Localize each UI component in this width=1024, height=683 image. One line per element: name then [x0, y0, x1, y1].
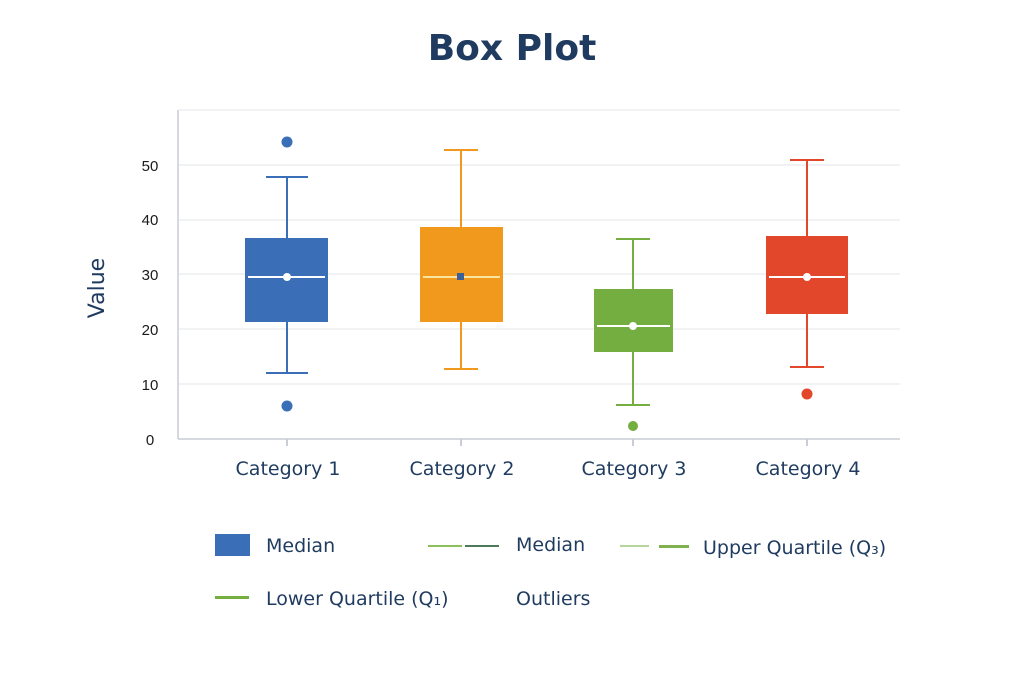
legend-label-upper-quartile: Upper Quartile (Q₃)	[703, 537, 887, 559]
x-tick-labels: Category 1 Category 2 Category 3 Categor…	[236, 458, 861, 480]
y-ticks: 0 10 20 30 40 50	[142, 158, 159, 449]
svg-text:Category 3: Category 3	[582, 458, 687, 480]
svg-text:Category 2: Category 2	[410, 458, 515, 480]
chart-title: Box Plot	[427, 28, 597, 69]
box-category-4	[766, 159, 848, 446]
svg-text:30: 30	[142, 267, 159, 284]
box-category-3	[594, 238, 673, 446]
outlier	[281, 400, 293, 412]
legend-label-outliers: Outliers	[516, 588, 591, 610]
legend-swatch-box	[215, 534, 250, 556]
outlier	[628, 421, 638, 431]
y-axis-label: Value	[85, 258, 110, 318]
svg-text:50: 50	[142, 158, 159, 175]
svg-text:0: 0	[146, 432, 154, 449]
outlier	[801, 388, 813, 400]
legend-line-median-dark	[465, 545, 499, 547]
legend-line-median	[428, 545, 462, 547]
box-category-2	[420, 149, 503, 446]
svg-text:Category 4: Category 4	[756, 458, 861, 480]
legend-label-lower-quartile: Lower Quartile (Q₁)	[266, 588, 449, 610]
legend-line-upper-quartile	[620, 545, 649, 547]
svg-text:40: 40	[142, 212, 159, 229]
legend-line-lower-quartile	[215, 596, 249, 599]
outlier	[281, 136, 293, 148]
svg-text:Category 1: Category 1	[236, 458, 341, 480]
svg-text:10: 10	[142, 377, 159, 394]
legend-label-median-line: Median	[516, 534, 586, 556]
box-category-1	[245, 136, 328, 446]
legend-label-median: Median	[266, 535, 336, 557]
svg-text:20: 20	[142, 322, 159, 339]
legend-line-upper-quartile-2	[659, 545, 689, 548]
